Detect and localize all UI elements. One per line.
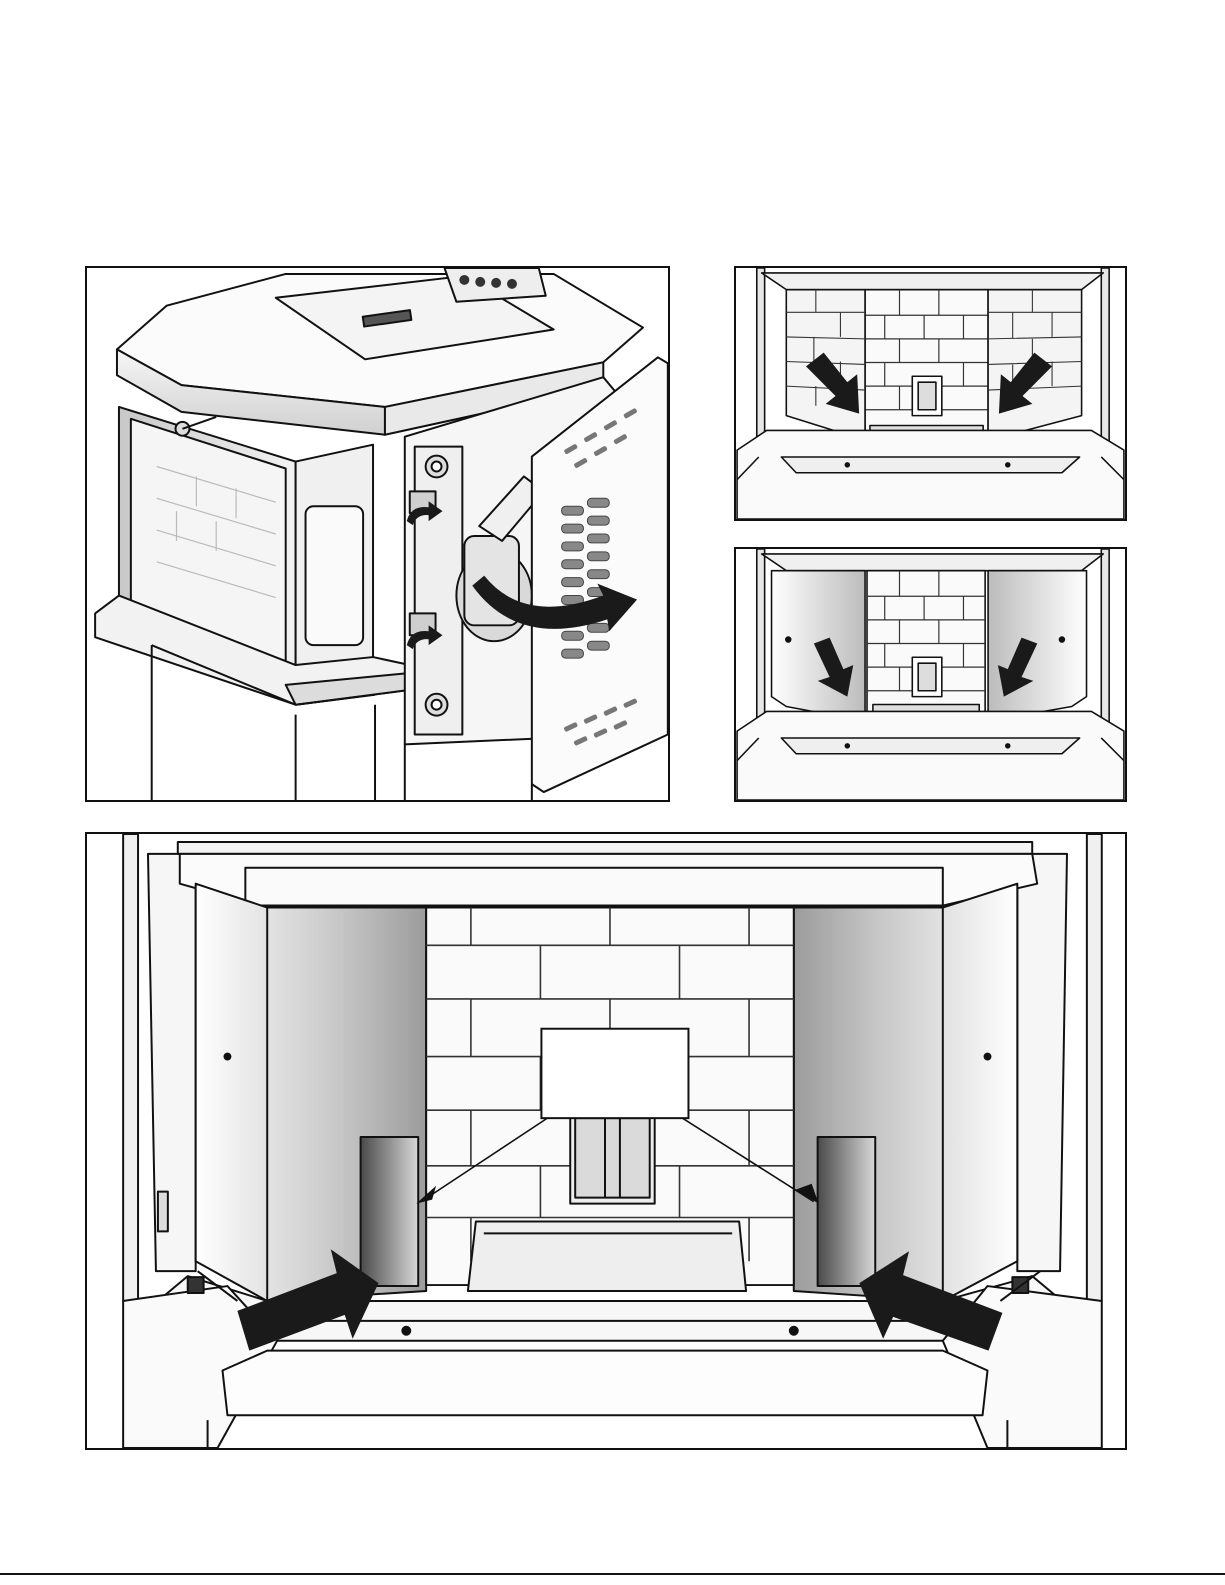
- callout-box: [541, 1029, 688, 1118]
- page-bottom-rule: [0, 1573, 1225, 1575]
- figure-firebox-baffle-install: [85, 832, 1127, 1450]
- firebox-illustration-2: [736, 549, 1125, 800]
- firebox-illustration: [736, 268, 1125, 519]
- right-steel-wall: [988, 571, 1086, 722]
- firebox-large-illustration: [87, 834, 1125, 1448]
- figure-firebox-panels-removed: [734, 547, 1127, 802]
- left-baffle-plate: [361, 1137, 419, 1286]
- figure-stove-side-door-open: [85, 266, 670, 802]
- stove-illustration: [87, 268, 668, 800]
- right-baffle-plate: [818, 1137, 876, 1286]
- burn-pot: [468, 1221, 746, 1291]
- ash-lid: [222, 1351, 987, 1416]
- figure-firebox-brick-panels: [734, 266, 1127, 521]
